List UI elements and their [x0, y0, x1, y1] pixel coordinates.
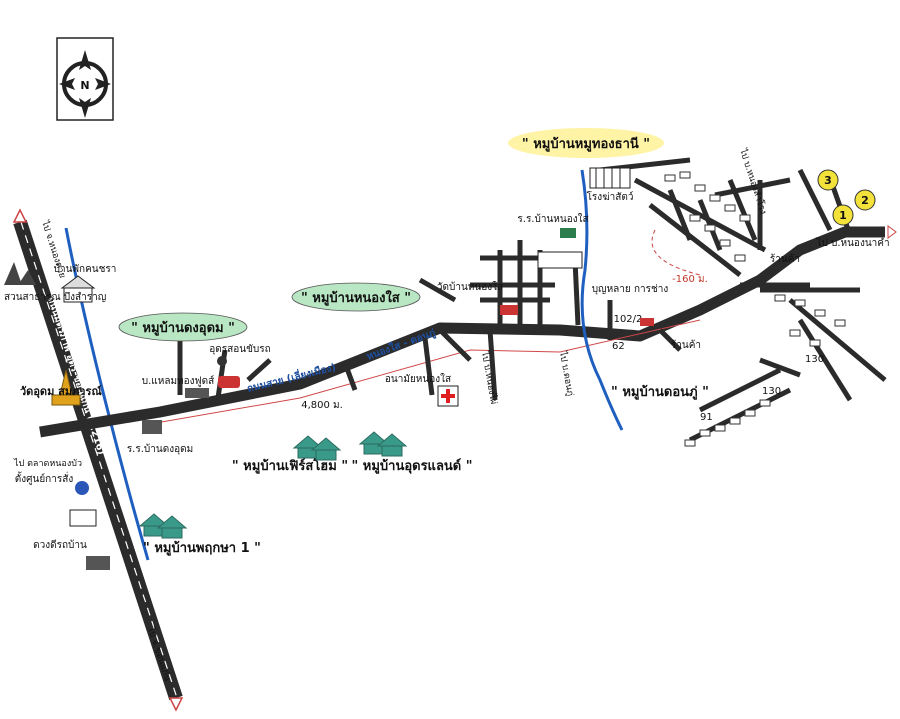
distance-160: -160 ม.: [672, 274, 708, 285]
flag-icon: [560, 228, 576, 238]
callout-dong-udom: " หมูบ้านดงอุดม ": [118, 312, 248, 342]
label-house-no: 102/2: [614, 314, 643, 325]
distance-4800: 4,800 ม.: [301, 400, 343, 411]
marker-2: 2: [854, 189, 876, 211]
arrow-north-icon: [12, 208, 28, 223]
label-wat-udom: วัดอุดม สมภารณ์: [20, 385, 102, 399]
marker-3: 3: [817, 169, 839, 191]
label-wat-nong-sai: วัดบ้านหนองใส: [437, 281, 503, 293]
label-elder-home: บ้านพักคนชรา: [54, 263, 117, 275]
park-mountain-icon: [4, 262, 36, 285]
slaughterhouse-icon: [589, 167, 631, 189]
route-line: [149, 319, 701, 425]
school-building-icon: [537, 251, 583, 269]
house-number: 91: [700, 412, 713, 423]
car-icon: [640, 318, 654, 326]
label-garage: ดวงดีรถบ้าน: [33, 539, 87, 551]
svg-text:2: 2: [861, 194, 869, 207]
compass-letter: N: [80, 79, 89, 92]
label-don-phu: " หมูบ้านดอนภู่ ": [611, 384, 709, 400]
label-slaughterhouse: โรงฆ่าสัตว์: [587, 190, 634, 203]
house-number: 130: [762, 386, 781, 397]
elder-home-icon: [60, 275, 96, 303]
label-fortune-home: " หมูบ้านเฟิร์สโฮม ": [232, 457, 348, 474]
label-to-nong-na-kham: ไป บ.หนองนาคำ: [815, 237, 889, 249]
svg-text:3: 3: [824, 174, 832, 187]
temple-stupa-icon: [51, 369, 81, 406]
arrow-east-icon: [887, 225, 897, 239]
temple-icon: [500, 305, 518, 315]
label-phruksa: " หมูบ้านพฤกษา 1 ": [143, 540, 261, 556]
red-cross-icon: [437, 385, 459, 407]
label-puyai: บุญหลาย การช่าง: [592, 284, 669, 295]
callout-nong-sai: " หมูบ้านหนองใส ": [291, 282, 421, 312]
label-school-nong-sai: ร.ร.บ้านหนองใส: [517, 213, 588, 225]
label-to-don-phu: ไป บ.ดอนภู่: [557, 350, 576, 397]
label-fuel: ตั้งศูนย์การสั่ง: [15, 471, 74, 485]
label-shop-1: ร้านค้า: [770, 253, 800, 265]
house-icon: [358, 431, 408, 457]
marker-1: 1: [832, 204, 854, 226]
svg-text:" หมูบ้านดงอุดม ": " หมูบ้านดงอุดม ": [131, 320, 235, 336]
house-icon: [292, 435, 342, 461]
building-icon: [185, 388, 209, 398]
callout-thong-thani: " หมูบ้านหมูทองธานี ": [508, 128, 664, 158]
house-icon: [138, 513, 188, 539]
label-park: สวนสาธารณ บึงสำราญ: [4, 291, 106, 303]
compass-north-arrow-icon: N: [56, 37, 114, 121]
label-udon-land: " หมูบ้านอุดรแลนด์ ": [351, 458, 472, 474]
house-number: 62: [612, 341, 625, 352]
svg-text:" หมูบ้านหมูทองธานี ": " หมูบ้านหมูทองธานี ": [522, 136, 650, 152]
car-icon: [218, 376, 240, 388]
label-to-nong-bua: ไป ตลาดหนองบัว: [13, 458, 82, 469]
motorbike-icon: [217, 356, 227, 366]
label-fish-food: บ.แหลมทองฟูดส์: [142, 375, 214, 387]
label-to-ban-kan: ไป บ.หนองไผ่: [479, 350, 499, 405]
label-school-dong-udom: ร.ร.บ้านดงอุดม: [127, 443, 193, 455]
river-line: [580, 169, 624, 431]
shop-icon: [69, 509, 97, 527]
label-health-station: อนามัยหนองใส: [385, 373, 451, 385]
label-driving-school: อุดรสอนขับรถ: [209, 344, 270, 355]
house-number: 130: [805, 354, 824, 365]
arrow-south-icon: [168, 697, 184, 712]
school-building-icon: [142, 420, 162, 434]
fuel-station-icon: [75, 481, 89, 495]
svg-text:1: 1: [839, 209, 847, 222]
canal-line: [64, 227, 150, 561]
house-row-icons: [664, 171, 846, 447]
truck-icon: [86, 556, 110, 570]
svg-text:" หมูบ้านหนองใส ": " หมูบ้านหนองใส ": [301, 289, 411, 306]
label-shop-2: ร้านค้า: [671, 339, 701, 351]
